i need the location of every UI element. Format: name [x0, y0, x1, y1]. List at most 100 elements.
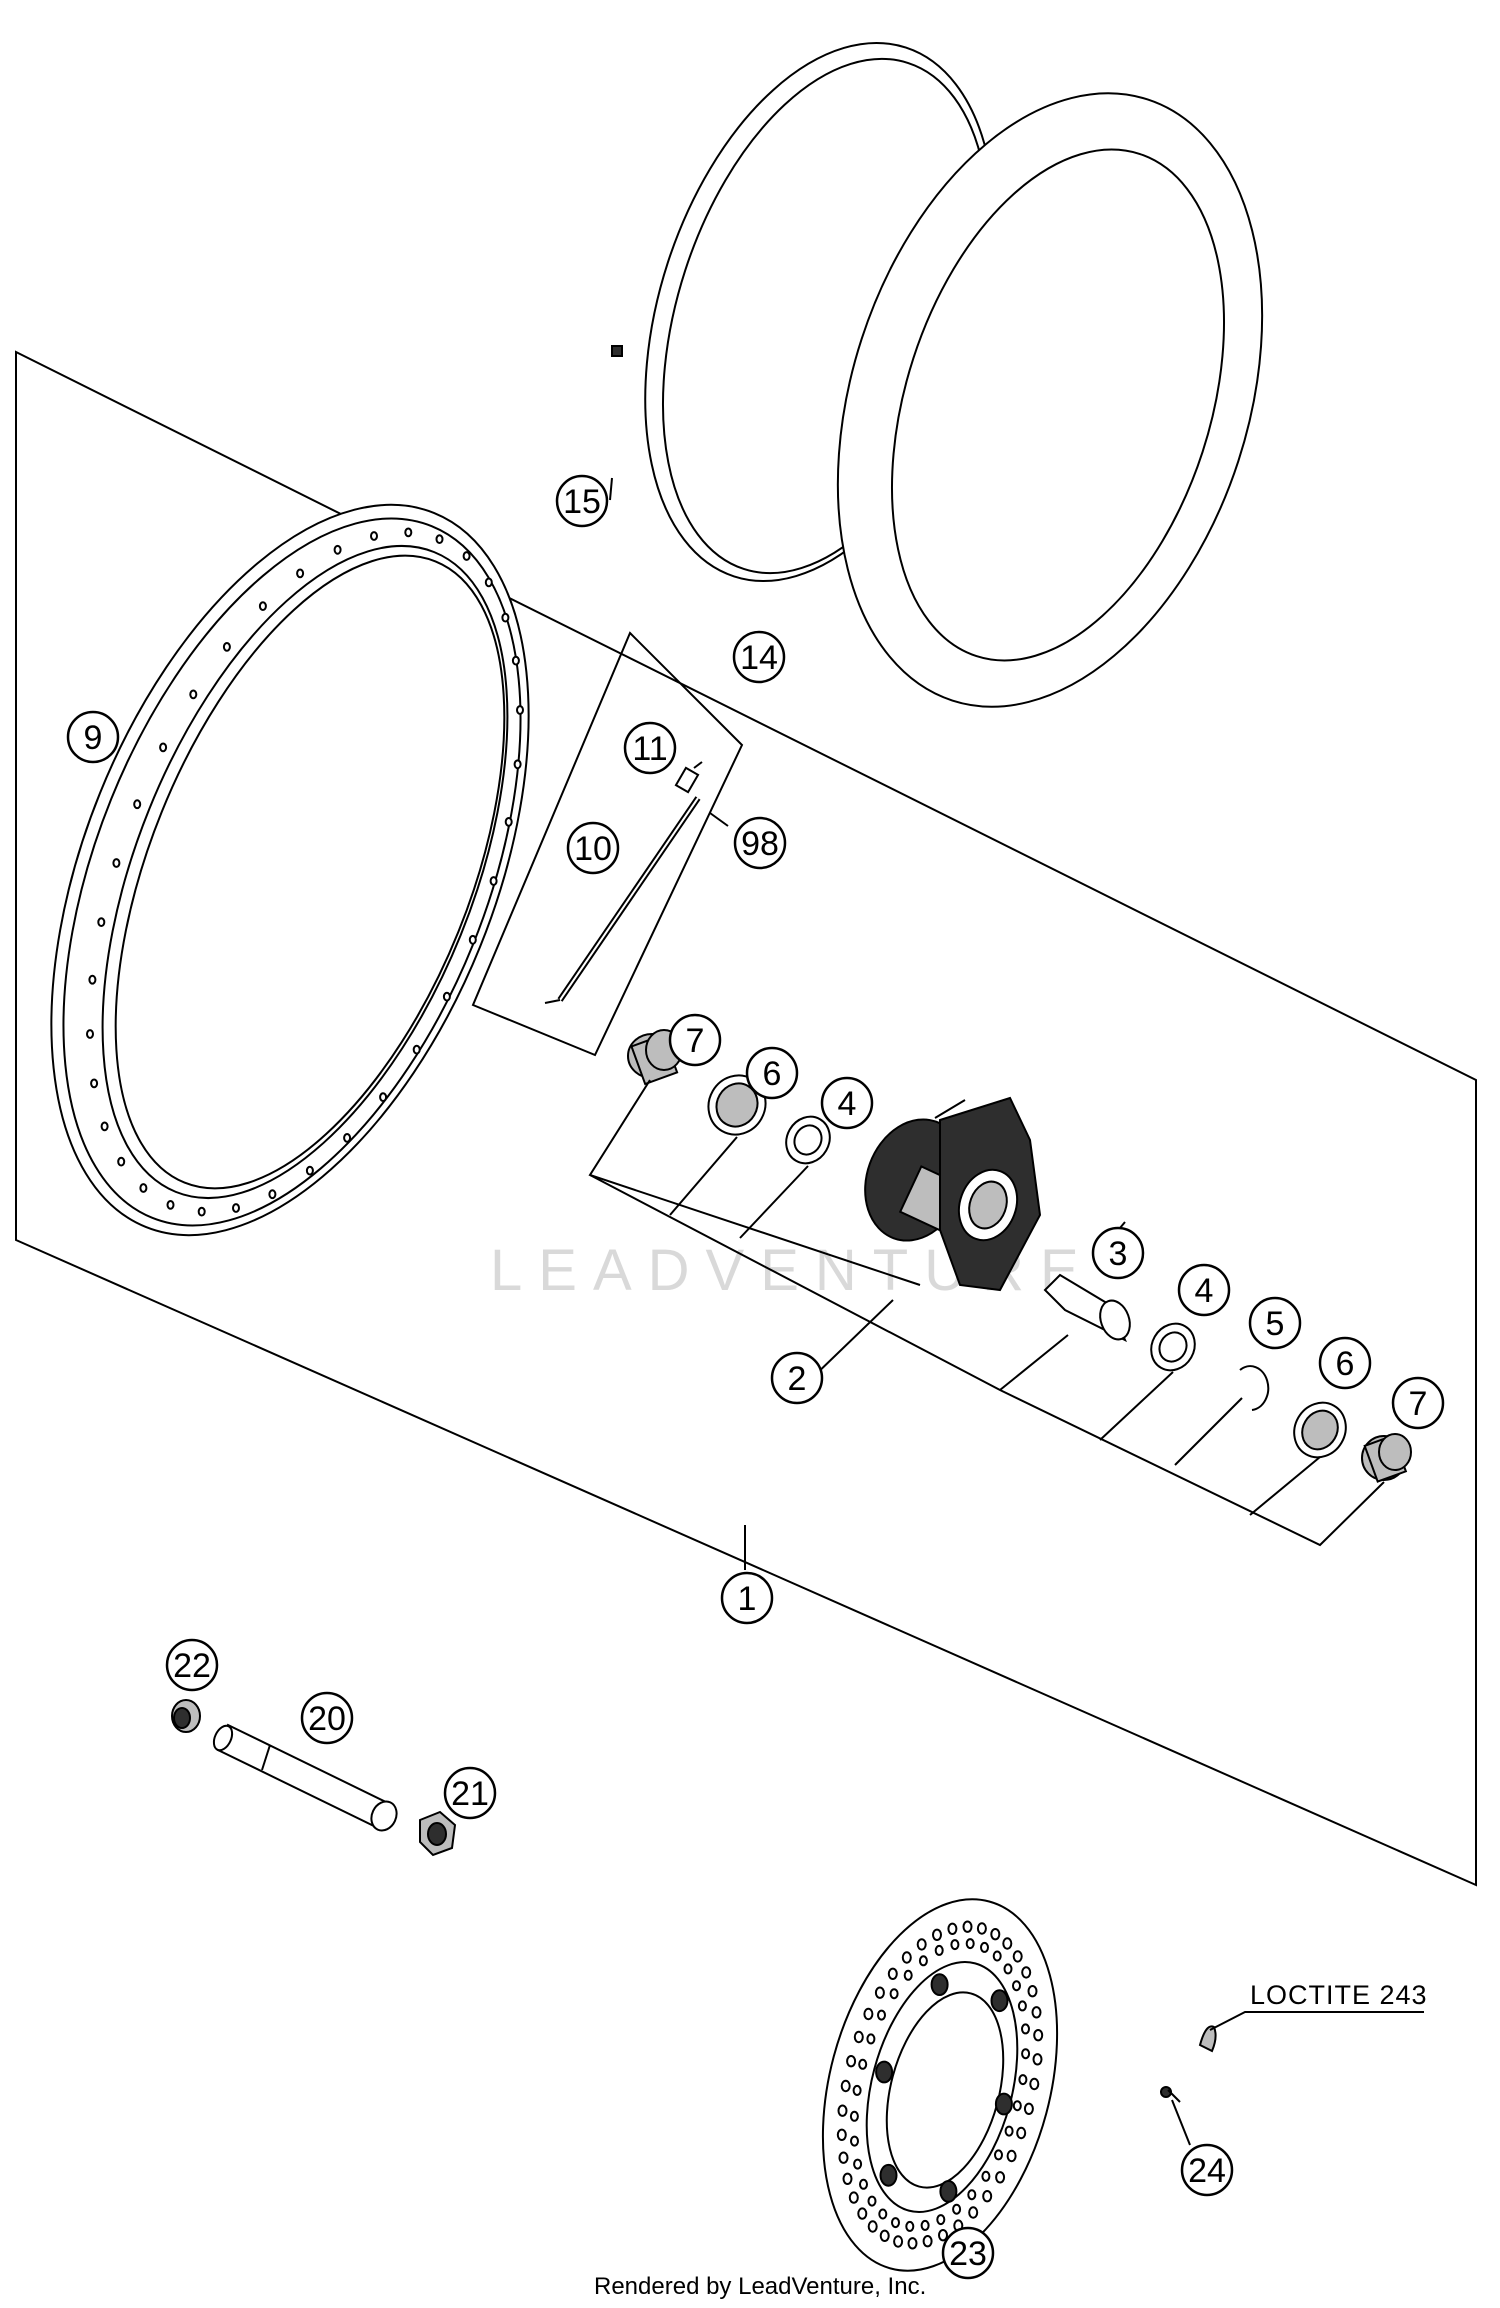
callout-20: 20: [300, 1691, 354, 1745]
disc-hole: [1006, 2149, 1017, 2163]
disc-hole: [1031, 2006, 1042, 2019]
wheel-axle: [212, 1723, 398, 1832]
spoke-hole: [166, 1200, 175, 1210]
spacer-sleeve: [1043, 1273, 1131, 1343]
svg-text:10: 10: [574, 830, 612, 868]
callout-7a: 7: [668, 1013, 722, 1067]
disc-hole: [836, 2128, 847, 2142]
spoke-hole: [484, 577, 493, 588]
disc-hole: [848, 2191, 859, 2204]
disc-bolt: [994, 2092, 1013, 2116]
disc-hole: [889, 1988, 899, 2000]
spoke-hole: [370, 531, 378, 541]
spoke-hole: [504, 817, 513, 827]
disc-bolt: [930, 1973, 949, 1996]
disc-hole: [1027, 1985, 1038, 1998]
disc-hole: [840, 2079, 851, 2093]
callout-4a: 4: [820, 1076, 874, 1130]
disc-bolt: [990, 1989, 1009, 2013]
disc-hole: [852, 2084, 862, 2096]
disc-hole: [1023, 2102, 1034, 2116]
disc-hole: [918, 1955, 928, 1967]
disc-hole: [990, 1928, 1001, 1941]
disc-hole: [965, 1938, 975, 1950]
disc-hole: [1012, 1980, 1021, 1992]
disc-hole: [866, 2033, 876, 2045]
spoke-hole: [112, 858, 121, 868]
spoke-hole: [462, 551, 471, 561]
disc-hole: [1033, 2029, 1044, 2042]
spoke-hole: [501, 612, 510, 623]
callout-14: 14: [732, 630, 786, 684]
disc-hole: [1021, 1966, 1032, 1979]
spoke-hole: [511, 655, 520, 666]
disc-hole: [857, 2207, 868, 2220]
disc-hole: [893, 2235, 904, 2248]
callout-22: 22: [165, 1638, 219, 1692]
disc-hole: [952, 2203, 962, 2215]
svg-text:14: 14: [740, 639, 778, 677]
spoke-hole: [117, 1156, 126, 1167]
spoke-nipple: [674, 761, 703, 794]
disc-hole: [980, 1941, 989, 1953]
spoke-hole: [435, 534, 444, 544]
spoke: [544, 796, 701, 1004]
disc-hole: [846, 2055, 857, 2068]
svg-text:7: 7: [686, 1022, 705, 1060]
rim: [50, 503, 530, 1237]
disc-hole: [907, 2237, 918, 2250]
shaft-seal-right: [1293, 1401, 1347, 1459]
spoke-kit-frame: [471, 631, 744, 1057]
svg-text:4: 4: [838, 1085, 857, 1123]
disc-hole: [842, 2172, 853, 2186]
loctite-note: LOCTITE 243: [1250, 1980, 1428, 2010]
svg-text:1: 1: [738, 1580, 757, 1618]
disc-hole: [968, 2206, 979, 2219]
spoke-hole: [86, 1029, 94, 1039]
disc-hole: [901, 1951, 912, 1964]
svg-text:11: 11: [632, 730, 667, 768]
spoke-hole: [516, 705, 524, 715]
svg-text:9: 9: [84, 719, 103, 757]
disc-hole: [849, 2110, 859, 2122]
callout-7b: 7: [1391, 1376, 1445, 1430]
disc-hole: [853, 2030, 864, 2044]
wheel-hub: [864, 1096, 1042, 1292]
svg-text:20: 20: [308, 1700, 346, 1738]
disc-hole: [936, 2214, 946, 2226]
svg-text:24: 24: [1188, 2152, 1226, 2190]
callout-23: 23: [941, 2226, 995, 2280]
disc-hole: [1003, 1963, 1013, 1975]
disc-bolt: [879, 2163, 898, 2187]
callout-11: 11: [623, 721, 677, 775]
callout-2: 2: [770, 1351, 824, 1405]
svg-text:15: 15: [563, 483, 601, 521]
svg-text:21: 21: [451, 1775, 489, 1813]
disc-hole: [891, 2217, 900, 2229]
disc-hole: [950, 1939, 960, 1951]
disc-hole: [992, 1950, 1002, 1962]
disc-hole: [1018, 2074, 1028, 2086]
footer-credit: Rendered by LeadVenture, Inc.: [594, 2273, 926, 2300]
svg-text:98: 98: [741, 825, 779, 863]
disc-hole: [1004, 2125, 1014, 2137]
spoke-hole: [268, 1189, 277, 1200]
spoke-hole: [222, 642, 231, 652]
disc-hole: [879, 2229, 890, 2243]
disc-hole: [867, 2195, 877, 2207]
disc-hole: [874, 1986, 885, 1999]
disc-bolt: [939, 2180, 958, 2203]
svg-text:4: 4: [1195, 1272, 1214, 1310]
callout-4b: 4: [1177, 1263, 1231, 1317]
callout-21: 21: [443, 1766, 497, 1820]
disc-hole: [938, 2229, 948, 2242]
disc-hole: [1017, 2000, 1027, 2012]
spoke-hole: [296, 568, 305, 579]
spoke-hole: [258, 601, 267, 611]
axle-nut-left: [171, 1699, 201, 1733]
callout-6a: 6: [745, 1046, 799, 1100]
spoke-hole: [159, 742, 168, 753]
disc-hole: [905, 2220, 915, 2232]
disc-hole: [934, 1944, 944, 1956]
rim-spoke-holes: [86, 527, 524, 1217]
